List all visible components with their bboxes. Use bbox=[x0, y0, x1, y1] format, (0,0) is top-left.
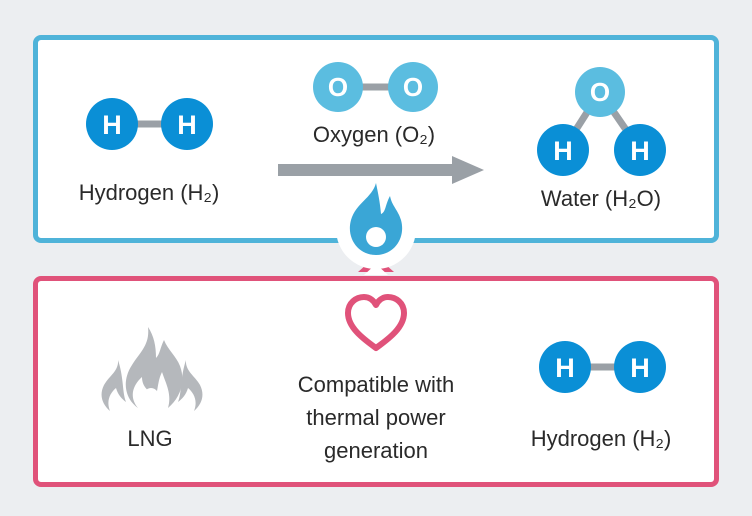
compatibility-line-2: thermal power bbox=[306, 405, 446, 430]
hydrogen-label: Hydrogen (H₂) bbox=[78, 180, 220, 205]
atom-label: O bbox=[590, 77, 610, 107]
hydrogen-atom bbox=[86, 98, 138, 150]
hydrogen-atom bbox=[614, 341, 666, 393]
atom-label: H bbox=[102, 110, 122, 140]
atom-label: O bbox=[403, 72, 423, 102]
compatibility-line-1: Compatible with bbox=[297, 372, 455, 397]
compatibility-line-3: generation bbox=[324, 438, 428, 463]
hydrogen-molecule-icon: H H bbox=[539, 341, 666, 393]
oxygen-atom bbox=[313, 62, 363, 112]
arrow-right-icon bbox=[278, 156, 484, 184]
hydrogen-atom bbox=[614, 124, 666, 176]
atom-label: O bbox=[328, 72, 348, 102]
water-molecule-icon: O H H bbox=[537, 67, 666, 176]
hydrogen-atom bbox=[161, 98, 213, 150]
flame-icon bbox=[336, 183, 416, 275]
atom-label: H bbox=[630, 353, 650, 383]
atom-label: H bbox=[553, 136, 573, 166]
lng-label: LNG bbox=[127, 426, 173, 451]
oxygen-atom bbox=[575, 67, 625, 117]
oxygen-label: Oxygen (O₂) bbox=[312, 122, 436, 147]
fire-icon bbox=[101, 327, 203, 412]
hydrogen-molecule-icon: H H bbox=[86, 98, 213, 150]
oxygen-atom bbox=[388, 62, 438, 112]
hydrogen-atom bbox=[539, 341, 591, 393]
atom-label: H bbox=[630, 136, 650, 166]
heart-icon bbox=[345, 294, 407, 351]
hydrogen-atom bbox=[537, 124, 589, 176]
atom-label: H bbox=[177, 110, 197, 140]
oxygen-molecule-icon: O O bbox=[313, 62, 438, 112]
water-label: Water (H₂O) bbox=[540, 186, 662, 211]
hydrogen-fuel-label: Hydrogen (H₂) bbox=[530, 426, 672, 451]
atom-label: H bbox=[555, 353, 575, 383]
